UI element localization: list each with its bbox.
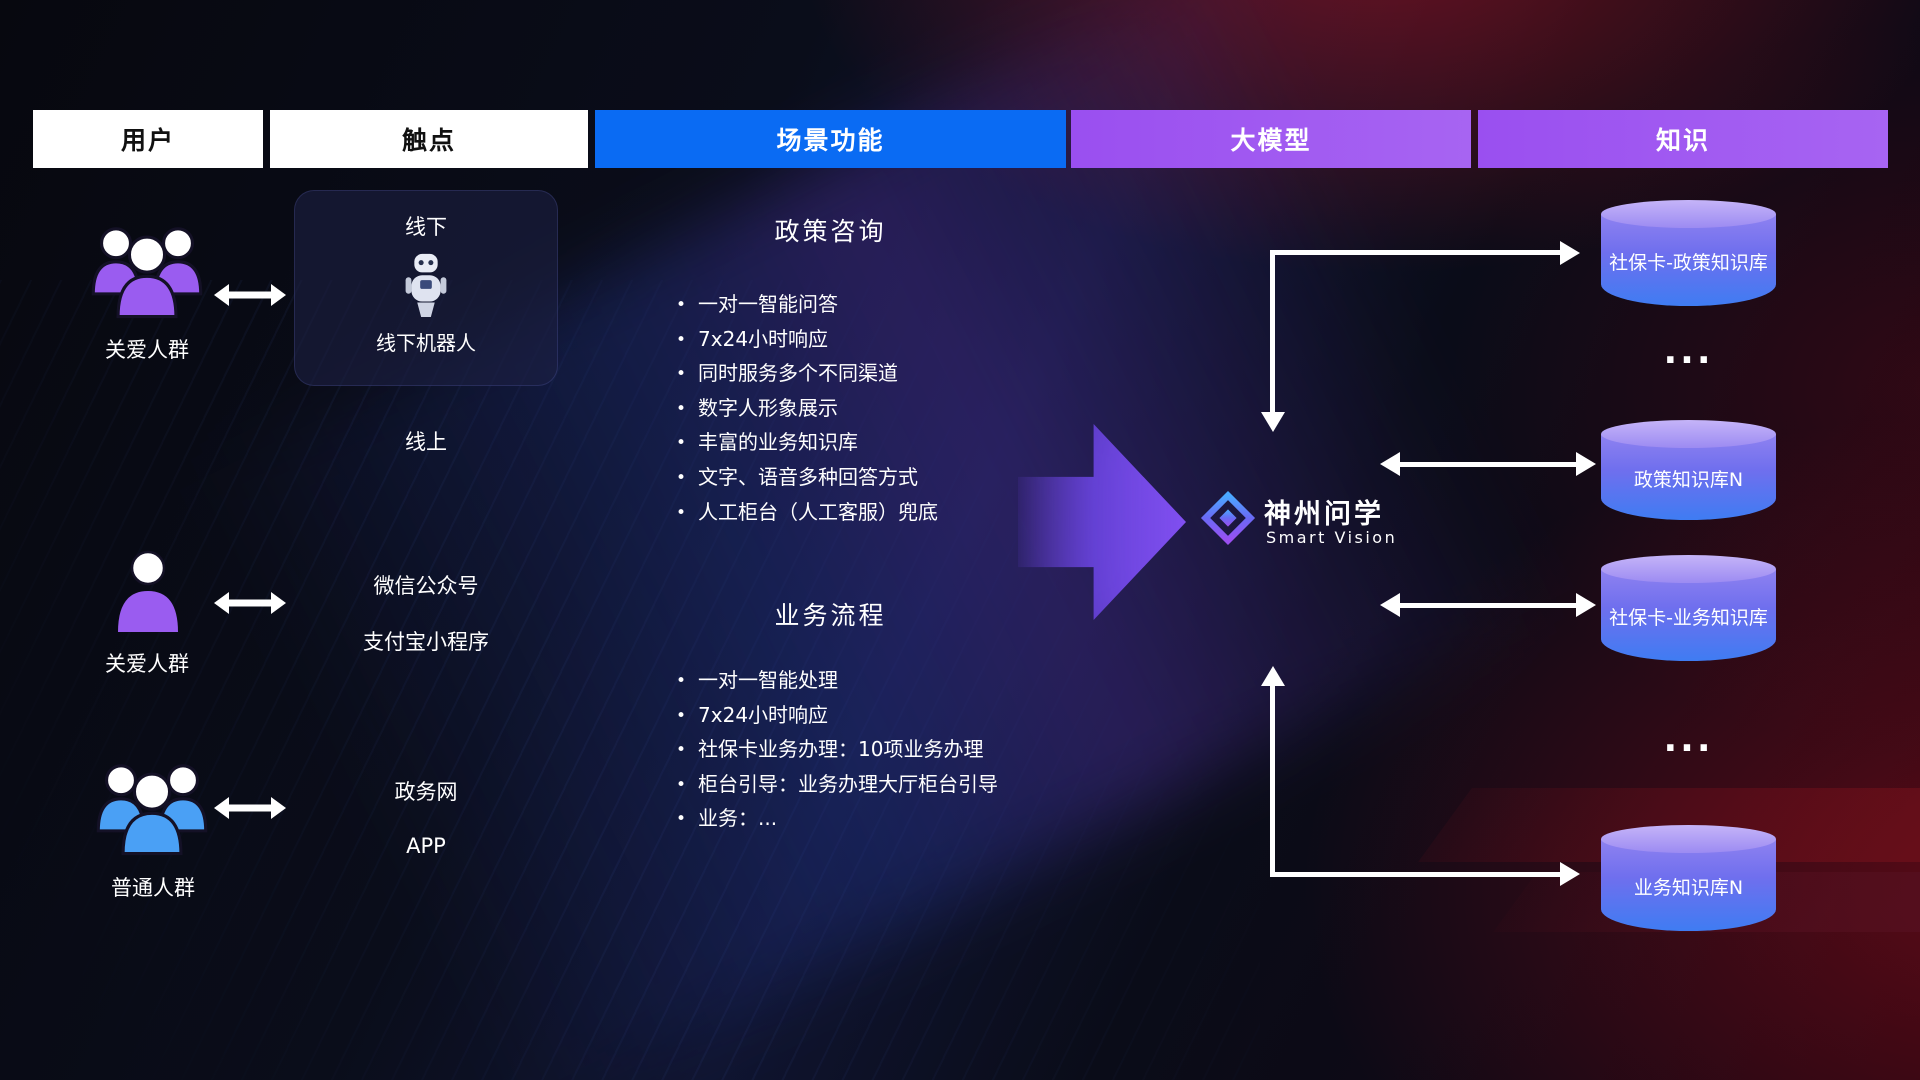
feature-item: 7x24小时响应 [676, 323, 1096, 358]
offline-robot-label: 线下机器人 [376, 331, 476, 355]
online-label: 线上 [405, 430, 447, 454]
brand-subtitle: Smart Vision [1266, 528, 1398, 547]
user-group-label: 关爱人群 [105, 338, 189, 362]
arrowhead-right-icon [1560, 241, 1580, 265]
function-list-business: 一对一智能处理 7x24小时响应 社保卡业务办理：10项业务办理 柜台引导：业务… [676, 664, 1096, 837]
knowledge-db-business-n: 业务知识库N [1601, 825, 1776, 931]
arrowhead-left-icon [1380, 593, 1400, 617]
arrowhead-down-icon [1261, 412, 1285, 432]
database-label: 社保卡-政策知识库 [1609, 251, 1768, 274]
column-header-touchpoints: 触点 [270, 110, 588, 168]
feature-item: 一对一智能处理 [676, 664, 1096, 699]
feature-item: 文字、语音多种回答方式 [676, 461, 1096, 496]
connector-line [1270, 872, 1564, 877]
arrowhead-right-icon [1576, 452, 1596, 476]
database-label: 政策知识库N [1633, 468, 1744, 491]
column-header-scenario-functions: 场景功能 [595, 110, 1066, 168]
feature-item: 同时服务多个不同渠道 [676, 357, 1096, 392]
bidirectional-arrow-icon [214, 795, 286, 821]
offline-title: 线下 [405, 215, 447, 239]
database-icon [1601, 434, 1776, 520]
user-group-label: 关爱人群 [105, 652, 189, 676]
column-header-large-model: 大模型 [1071, 110, 1471, 168]
database-label: 社保卡-业务知识库 [1609, 606, 1768, 629]
knowledge-db-policy-n: 政策知识库N [1601, 420, 1776, 520]
channel-alipay: 支付宝小程序 [363, 630, 489, 654]
database-icon [1601, 200, 1776, 228]
database-icon [1601, 839, 1776, 931]
database-icon [1601, 420, 1776, 448]
channel-gov-web: 政务网 [394, 780, 458, 804]
database-icon [1601, 214, 1776, 306]
arrowhead-right-icon [1576, 593, 1596, 617]
arrowhead-up-icon [1261, 666, 1285, 686]
offline-channel-card: 线下 线下机器人 [294, 190, 558, 386]
database-label: 业务知识库N [1633, 876, 1744, 899]
ellipsis-more: ... [1663, 719, 1714, 760]
bidirectional-arrow-icon [214, 282, 286, 308]
feature-item: 一对一智能问答 [676, 288, 1096, 323]
function-group-title-business: 业务流程 [774, 601, 887, 630]
connector-line [1270, 250, 1564, 255]
knowledge-db-business-ssc: 社保卡-业务知识库 [1601, 555, 1776, 661]
arrowhead-left-icon [1380, 452, 1400, 476]
channel-wechat: 微信公众号 [373, 574, 479, 598]
connector-line [1400, 603, 1576, 608]
user-group-label: 普通人群 [111, 876, 195, 900]
database-icon [1601, 825, 1776, 853]
column-header-users: 用户 [33, 110, 263, 168]
feature-item: 柜台引导：业务办理大厅柜台引导 [676, 768, 1096, 803]
column-header-knowledge: 知识 [1478, 110, 1888, 168]
arrowhead-right-icon [1560, 862, 1580, 886]
robot-icon [401, 251, 451, 319]
connector-line [1270, 684, 1275, 877]
channel-app: APP [406, 834, 446, 858]
bidirectional-arrow-icon [214, 590, 286, 616]
feature-item: 丰富的业务知识库 [676, 426, 1096, 461]
brand-name: 神州问学 [1264, 499, 1384, 530]
feature-item: 7x24小时响应 [676, 699, 1096, 734]
ellipsis-more: ... [1663, 331, 1714, 372]
connector-line [1400, 462, 1576, 467]
feature-item: 业务：... [676, 802, 1096, 837]
database-icon [1601, 569, 1776, 661]
feature-item: 社保卡业务办理：10项业务办理 [676, 733, 1096, 768]
knowledge-db-policy-ssc: 社保卡-政策知识库 [1601, 200, 1776, 306]
users-group-icon [90, 752, 214, 856]
feature-item: 人工柜台（人工客服）兜底 [676, 496, 1096, 531]
feature-item: 数字人形象展示 [676, 392, 1096, 427]
function-list-policy: 一对一智能问答 7x24小时响应 同时服务多个不同渠道 数字人形象展示 丰富的业… [676, 288, 1096, 530]
connector-line [1270, 250, 1275, 412]
smart-vision-logo-icon [1200, 490, 1256, 546]
user-icon [112, 548, 184, 634]
database-icon [1601, 555, 1776, 583]
function-group-title-policy: 政策咨询 [774, 217, 887, 246]
users-group-icon [85, 215, 209, 319]
